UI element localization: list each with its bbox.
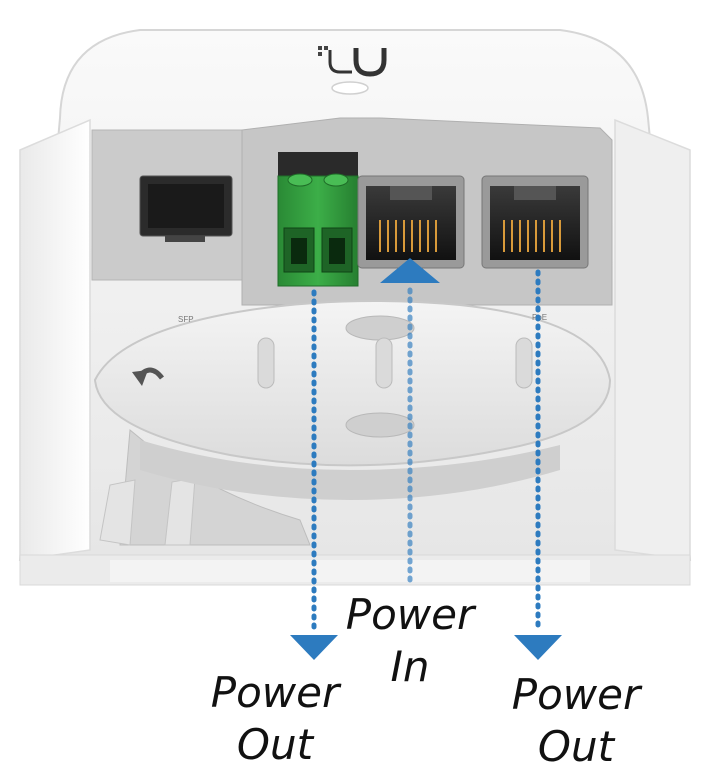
rj45-poe-out-port[interactable] (481, 175, 589, 269)
sfp-port-label: SFP (178, 315, 194, 324)
ubiquiti-logo-icon (318, 46, 387, 77)
power-out-left-line1: Power (210, 668, 340, 717)
sfp-panel (91, 129, 243, 281)
power-out-right-line1: Power (511, 670, 641, 719)
mounting-plate (93, 300, 612, 546)
power-out-left-label: Power Out (205, 672, 345, 766)
led-indicator (331, 81, 369, 95)
dc-terminal-connector[interactable] (277, 152, 359, 287)
power-in-label: Power In (340, 594, 480, 688)
power-in-line1: Power (345, 590, 475, 639)
power-in-arrow-icon (380, 258, 440, 283)
power-out-left-line2: Out (236, 720, 314, 769)
power-out-right-label: Power Out (506, 674, 646, 768)
power-out-left-arrow-icon (290, 635, 338, 660)
power-in-line2: In (390, 642, 430, 691)
rotate-arrow-icon (132, 367, 164, 386)
power-out-right-line2: Out (537, 722, 615, 771)
rj45-power-in-port[interactable] (357, 175, 465, 269)
power-out-right-arrow-icon (514, 635, 562, 660)
